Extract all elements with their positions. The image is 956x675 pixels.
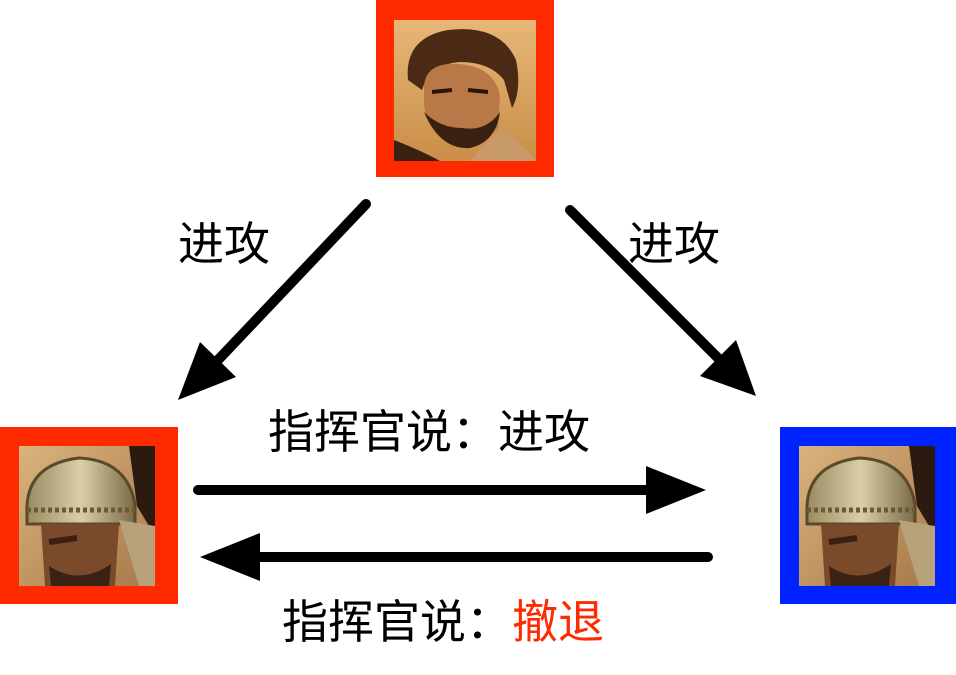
message-arrow-left bbox=[200, 533, 713, 581]
message-value-attack: 进攻 bbox=[498, 405, 590, 459]
attack-arrow-right bbox=[565, 205, 756, 396]
attack-label-right: 进攻 bbox=[628, 217, 720, 271]
message-prefix-bottom: 指挥官说： bbox=[282, 595, 512, 649]
commander-node bbox=[376, 0, 554, 177]
attack-label-left: 进攻 bbox=[178, 217, 270, 271]
message-label-top: 指挥官说：进攻 bbox=[268, 405, 590, 459]
helmeted-soldier-portrait-icon bbox=[799, 446, 935, 586]
message-prefix-top: 指挥官说： bbox=[268, 405, 498, 459]
message-value-retreat: 撤退 bbox=[512, 595, 604, 649]
helmeted-soldier-portrait-icon bbox=[19, 446, 155, 586]
message-arrow-right bbox=[193, 466, 706, 514]
right-soldier-node bbox=[780, 427, 956, 604]
message-label-bottom: 指挥官说：撤退 bbox=[282, 595, 604, 649]
bearded-commander-portrait-icon bbox=[394, 20, 536, 161]
left-soldier-node bbox=[0, 427, 178, 604]
attack-arrow-left bbox=[178, 199, 371, 400]
